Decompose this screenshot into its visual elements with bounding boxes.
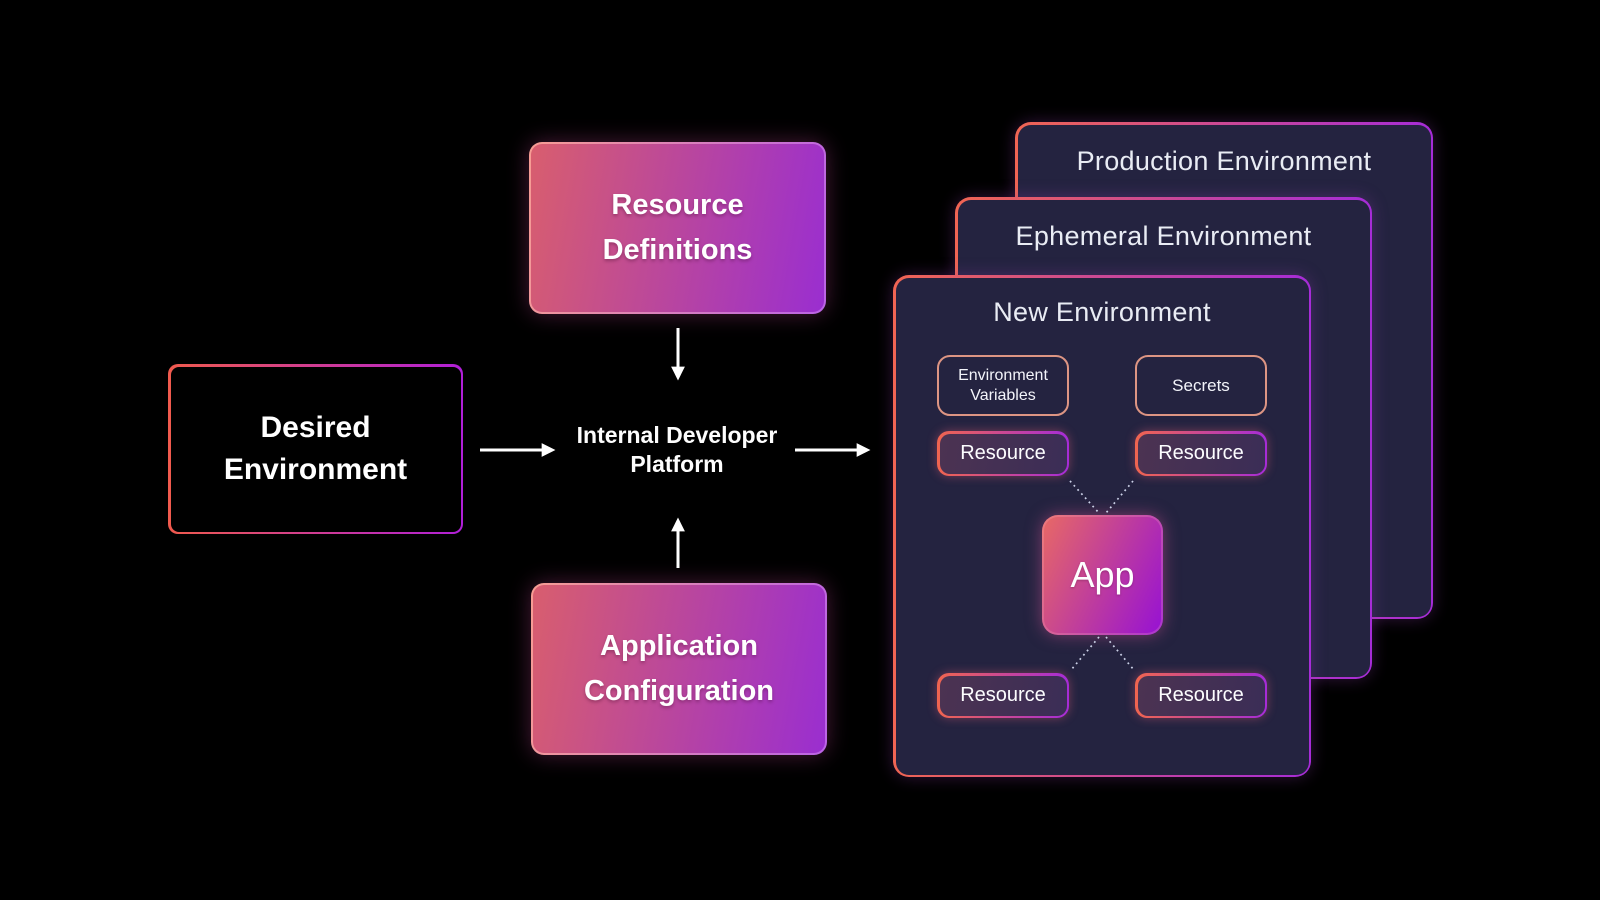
resource-pill-top-left: Resource — [937, 431, 1069, 476]
resource-definitions-label: Resource Definitions — [602, 189, 753, 266]
new-environment-card: New Environment Environment Variables Se… — [893, 275, 1311, 777]
application-configuration-box: Application Configuration — [531, 583, 827, 755]
environment-variables-pill: Environment Variables — [937, 355, 1069, 416]
application-configuration-fill: Application Configuration — [533, 585, 825, 753]
desired-environment-box: Desired Environment — [168, 364, 463, 534]
new-environment-title: New Environment — [993, 297, 1211, 327]
resource-definitions-fill: Resource Definitions — [531, 144, 824, 312]
resource-pill-bottom-right: Resource — [1135, 673, 1267, 718]
internal-developer-platform-label: Internal Developer Platform — [576, 422, 778, 477]
resource-pill-bottom-left-label: Resource — [939, 675, 1067, 716]
application-configuration-label: Application Configuration — [583, 630, 775, 707]
resource-definitions-box: Resource Definitions — [529, 142, 826, 314]
secrets-pill: Secrets — [1135, 355, 1267, 416]
resource-pill-top-right: Resource — [1135, 431, 1267, 476]
resource-pill-top-right-label: Resource — [1137, 433, 1265, 474]
app-box: App — [1042, 515, 1163, 635]
resource-pill-top-left-label: Resource — [939, 433, 1067, 474]
app-label: App — [1070, 554, 1135, 595]
desired-environment-fill: Desired Environment — [170, 366, 461, 532]
desired-environment-label: Desired Environment — [223, 411, 408, 486]
ephemeral-environment-title: Ephemeral Environment — [1015, 221, 1312, 251]
resource-pill-bottom-left: Resource — [937, 673, 1069, 718]
production-environment-title: Production Environment — [1076, 146, 1372, 176]
resource-pill-bottom-right-label: Resource — [1137, 675, 1265, 716]
